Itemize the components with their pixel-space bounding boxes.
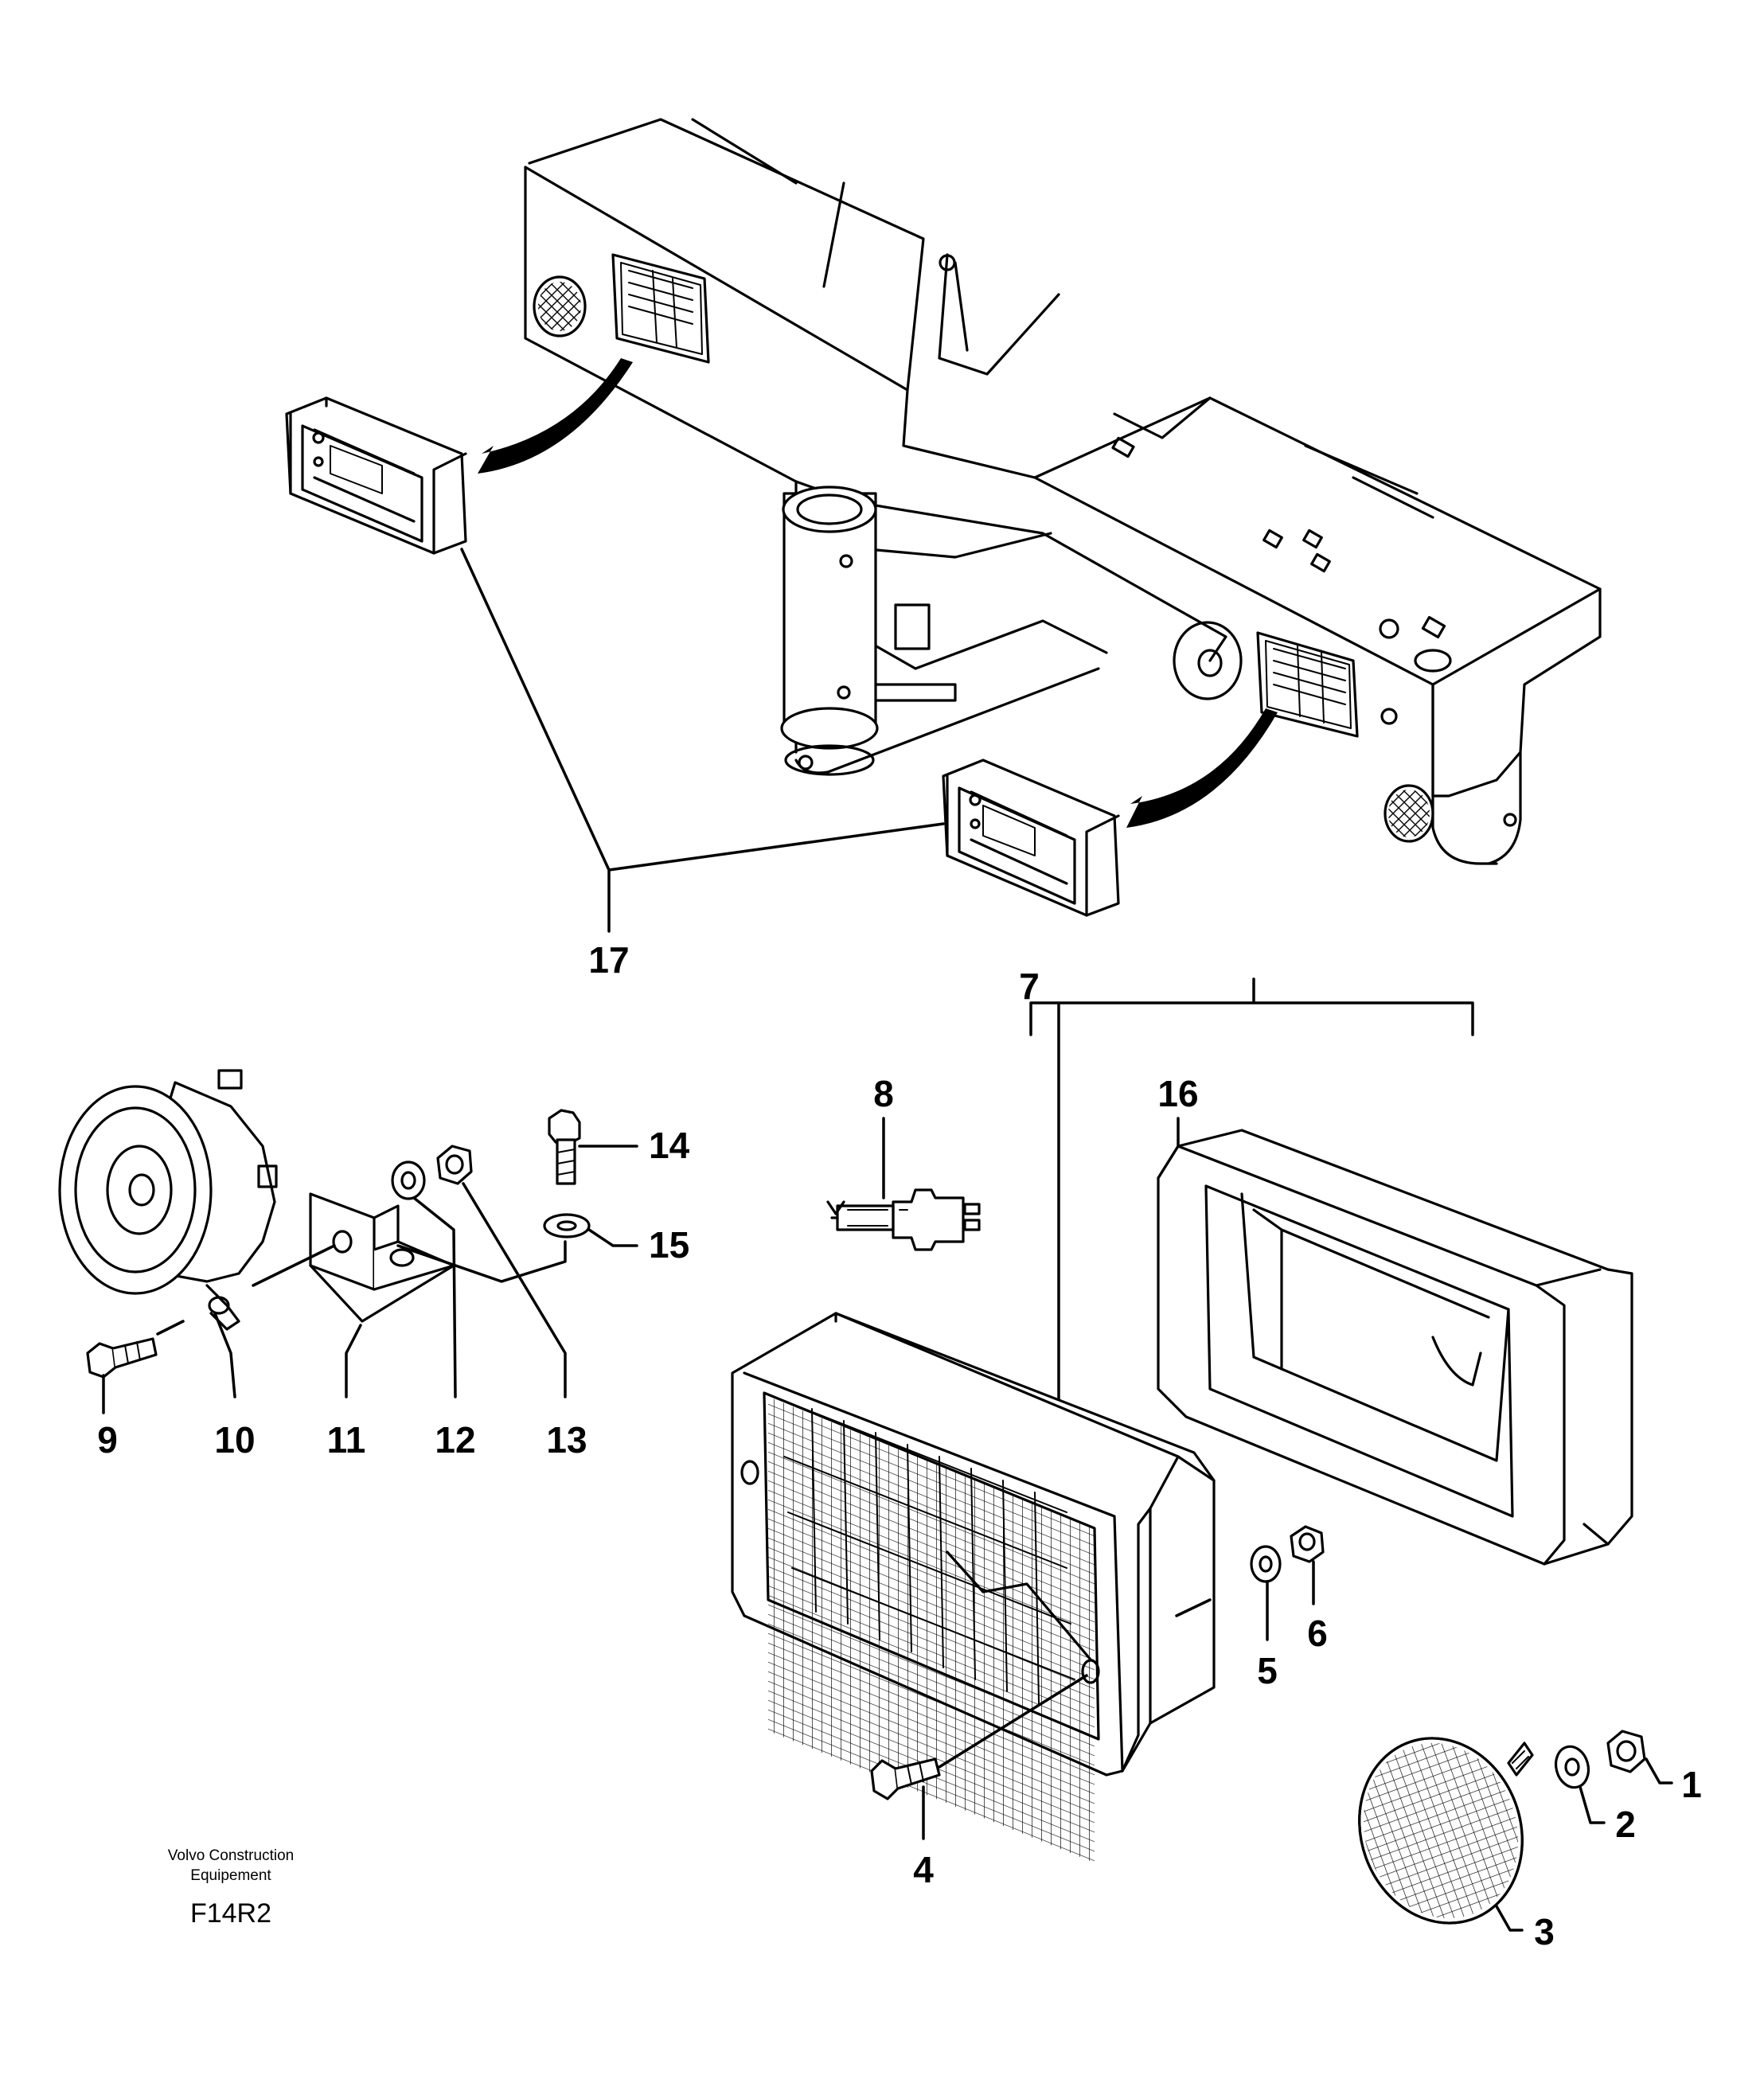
- light-guard-upper: [285, 396, 467, 555]
- leader-13: [462, 1182, 567, 1398]
- callout-7: 7: [1019, 965, 1040, 1007]
- washer-15: [543, 1213, 591, 1238]
- horn-hardware-line: [396, 1240, 567, 1283]
- brand-line-2: Equipement: [190, 1867, 271, 1884]
- halogen-bulb: [826, 1188, 981, 1251]
- assembly-arrows: [478, 358, 1278, 828]
- leader-2: [1579, 1785, 1606, 1824]
- callout-9: 9: [97, 1419, 118, 1461]
- leader-11: [345, 1324, 362, 1398]
- leader-17: [460, 548, 945, 933]
- reflector: [1358, 1737, 1534, 1925]
- washer-2: [1554, 1745, 1590, 1789]
- callout-2: 2: [1615, 1804, 1636, 1845]
- callout-4: 4: [913, 1849, 934, 1890]
- washer-12: [391, 1160, 426, 1200]
- leader-10: [213, 1312, 236, 1398]
- callout-1: 1: [1681, 1764, 1702, 1805]
- headlamp-cover-frame: [1157, 1129, 1633, 1566]
- callout-13: 13: [546, 1419, 587, 1461]
- callout-14: 14: [649, 1125, 690, 1166]
- callout-16: 16: [1157, 1073, 1198, 1114]
- callout-6: 6: [1307, 1613, 1328, 1654]
- callout-11: 11: [327, 1419, 366, 1461]
- horn-bracket-11: [309, 1192, 455, 1323]
- light-guard-lower: [942, 759, 1120, 917]
- leader-5: [1175, 1580, 1269, 1641]
- callout-15: 15: [649, 1224, 689, 1266]
- nut-6: [1290, 1525, 1325, 1563]
- horn-bolt-9: [86, 1320, 185, 1379]
- callout-10: 10: [214, 1419, 255, 1461]
- brand-line-1: Volvo Construction: [168, 1847, 294, 1864]
- nut-1: [1606, 1730, 1646, 1773]
- callout-3: 3: [1534, 1911, 1555, 1952]
- washer-5: [1250, 1545, 1282, 1583]
- leader-1: [1645, 1757, 1673, 1785]
- headlamp-bolt: [870, 1674, 1088, 1800]
- horn: [58, 1069, 278, 1331]
- bolt-14: [548, 1109, 581, 1185]
- nut-13: [436, 1145, 473, 1185]
- leader-12: [412, 1196, 457, 1398]
- horn-mount-line: [252, 1244, 336, 1287]
- figure-code: F14R2: [190, 1898, 271, 1929]
- callout-12: 12: [435, 1419, 475, 1461]
- leader-7-bracket: [1029, 977, 1474, 1414]
- leader-15: [587, 1228, 638, 1247]
- headlamp: [731, 1312, 1216, 1863]
- callout-8: 8: [873, 1073, 894, 1114]
- callout-17: 17: [588, 939, 629, 981]
- callout-5: 5: [1257, 1650, 1278, 1691]
- leader-3: [1495, 1905, 1524, 1932]
- machine-chassis: [524, 118, 1602, 865]
